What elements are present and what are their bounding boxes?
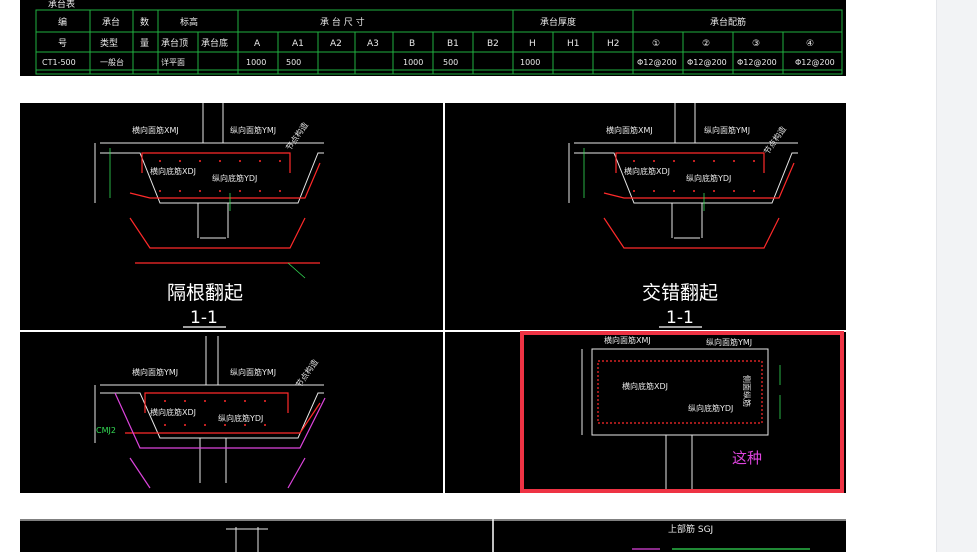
header-b: B: [409, 39, 415, 49]
br-label-ymj: 纵向面筋YMJ: [706, 337, 752, 347]
header-thickness: 承台厚度: [540, 16, 576, 28]
cad-details-image: 横向面筋XMJ 纵向面筋YMJ 横向底筋XDJ 纵向底筋YDJ 节点构造 隔根翻…: [20, 103, 846, 493]
panel-bottom-right: 横向面筋XMJ 纵向面筋YMJ 横向底筋XDJ 纵向底筋YDJ 侧面纵筋 这种: [520, 331, 844, 493]
header-bianhao-1: 编: [58, 16, 67, 28]
br-annotation: 这种: [732, 449, 762, 467]
header-top: 承台顶: [161, 37, 188, 49]
bl-label-xdj: 横向底筋XDJ: [150, 407, 196, 417]
tr-label-node: 节点构造: [761, 124, 788, 156]
header-shu: 数: [140, 16, 149, 28]
bl-label-cmj2: CMJ2: [96, 426, 116, 435]
cell-a1: 500: [286, 58, 301, 67]
cell-type: 一般台: [100, 57, 124, 67]
header-b1: B1: [447, 39, 459, 49]
right-sidebar: [936, 0, 977, 552]
header-bottom: 承台底: [201, 37, 228, 49]
header-a: A: [254, 39, 261, 49]
header-a3: A3: [367, 39, 379, 49]
bl-label-ydj: 纵向底筋YDJ: [218, 413, 263, 423]
br-label-side: 侧面纵筋: [742, 375, 752, 407]
header-liang: 量: [140, 38, 149, 49]
bl-label-top2: 纵向面筋YMJ: [230, 367, 276, 377]
cell-top: 详平面: [161, 57, 185, 67]
header-rebar-2: ②: [702, 39, 710, 49]
header-a2: A2: [330, 39, 342, 49]
tl-label-xdj: 横向底筋XDJ: [150, 166, 196, 176]
cell-a: 1000: [246, 58, 266, 67]
tr-label-xdj: 横向底筋XDJ: [624, 166, 670, 176]
cell-rebar-3: Φ12@200: [737, 58, 777, 67]
header-chengtai-1: 承台: [102, 16, 120, 28]
cell-rebar-1: Φ12@200: [637, 58, 677, 67]
header-biaogao: 标高: [180, 16, 198, 28]
cell-h: 1000: [520, 58, 540, 67]
header-leixing: 类型: [100, 37, 118, 49]
header-rebar-1: ①: [652, 39, 660, 49]
table-title: 承台表: [48, 0, 75, 10]
cell-b: 1000: [403, 58, 423, 67]
tl-label-ydj: 纵向底筋YDJ: [212, 173, 257, 183]
tr-caption: 交错翻起: [642, 282, 718, 304]
cad-bottom-image: 上部筋 SGJ: [20, 519, 846, 552]
cell-rebar-4: Φ12@200: [795, 58, 835, 67]
header-b2: B2: [487, 39, 499, 49]
tr-label-ydj: 纵向底筋YDJ: [686, 173, 731, 183]
pile-cap-table-image: 承台表 编 承台 数 标高 承 台 尺 寸 承台厚度 承台配筋 号 类型 量 承…: [20, 0, 846, 76]
tl-label-xmj: 横向面筋XMJ: [132, 125, 179, 135]
panel-top-right: 横向面筋XMJ 纵向面筋YMJ 横向底筋XDJ 纵向底筋YDJ 节点构造 交错翻…: [568, 103, 798, 328]
tl-label-ymj: 纵向面筋YMJ: [230, 125, 276, 135]
tr-section: 1-1: [666, 308, 694, 328]
cell-rebar-2: Φ12@200: [687, 58, 727, 67]
header-rebar: 承台配筋: [710, 16, 746, 28]
header-a1: A1: [292, 39, 304, 49]
header-h: H: [529, 39, 536, 49]
header-rebar-3: ③: [752, 39, 760, 49]
header-rebar-4: ④: [806, 39, 814, 49]
header-h1: H1: [567, 39, 580, 49]
header-hao: 号: [58, 38, 67, 49]
panel-bottom-left: 横向面筋YMJ 纵向面筋YMJ 横向底筋XDJ 纵向底筋YDJ 节点构造 CMJ…: [94, 336, 326, 489]
tl-label-node: 节点构造: [283, 120, 310, 152]
cell-b1: 500: [443, 58, 458, 67]
tr-label-ymj: 纵向面筋YMJ: [704, 125, 750, 135]
highlight-box: [520, 331, 844, 493]
tr-label-xmj: 横向面筋XMJ: [606, 125, 653, 135]
tl-caption: 隔根翻起: [167, 282, 243, 304]
tl-section: 1-1: [190, 308, 218, 328]
br-label-ydj: 纵向底筋YDJ: [688, 403, 733, 413]
header-size: 承 台 尺 寸: [320, 16, 365, 28]
strip-label: 上部筋 SGJ: [668, 523, 713, 535]
br-label-xdj: 横向底筋XDJ: [622, 381, 668, 391]
panel-top-left: 横向面筋XMJ 纵向面筋YMJ 横向底筋XDJ 纵向底筋YDJ 节点构造 隔根翻…: [94, 103, 324, 328]
bl-label-top1: 横向面筋YMJ: [132, 367, 178, 377]
header-h2: H2: [607, 39, 620, 49]
cell-id: CT1-500: [42, 58, 76, 67]
br-label-xmj: 横向面筋XMJ: [604, 335, 651, 345]
bl-label-node: 节点构造: [293, 357, 320, 389]
